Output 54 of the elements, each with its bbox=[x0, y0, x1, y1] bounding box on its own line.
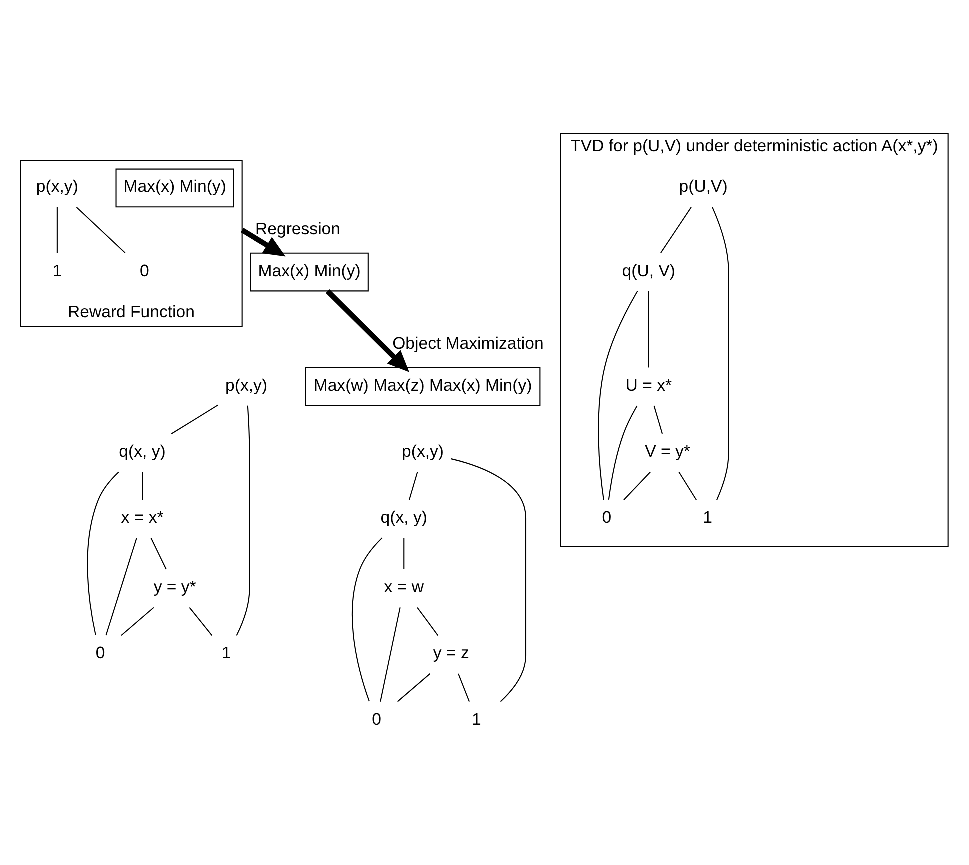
node-text: p(U,V) bbox=[679, 177, 728, 196]
node-text: x = w bbox=[384, 578, 424, 597]
connector bbox=[598, 291, 638, 500]
node-text: 1 bbox=[703, 508, 712, 528]
node-text: 1 bbox=[472, 710, 482, 729]
connector bbox=[76, 207, 126, 254]
node-box: Max(w) Max(z) Max(x) Min(y) bbox=[305, 367, 541, 406]
connector bbox=[408, 472, 418, 500]
edge-label: Object Maximization bbox=[392, 334, 544, 353]
connector bbox=[404, 538, 405, 570]
connector bbox=[451, 458, 527, 702]
connector bbox=[150, 538, 167, 570]
node-text: 0 bbox=[602, 508, 612, 528]
connector bbox=[648, 291, 650, 368]
node-text: p(x,y) bbox=[226, 376, 268, 395]
node-text: 0 bbox=[140, 261, 150, 280]
connector bbox=[352, 538, 383, 702]
connector bbox=[87, 472, 120, 636]
connector bbox=[458, 674, 470, 702]
node-text: 1 bbox=[52, 261, 62, 280]
connector bbox=[236, 406, 250, 636]
connector bbox=[142, 472, 144, 500]
node-text: x = x* bbox=[121, 508, 164, 528]
connector bbox=[171, 404, 218, 434]
connector bbox=[397, 674, 431, 702]
node-text: y = y* bbox=[154, 578, 196, 597]
connector bbox=[660, 207, 692, 254]
node-text: y = z bbox=[433, 644, 470, 663]
node-text: p(x,y) bbox=[36, 177, 78, 196]
connector bbox=[380, 608, 401, 702]
node-text: 0 bbox=[372, 710, 382, 729]
edge-label: Regression bbox=[256, 219, 341, 238]
node-text: q(x, y) bbox=[119, 442, 166, 461]
connector bbox=[417, 607, 439, 636]
node-box: Max(x) Min(y) bbox=[116, 168, 234, 208]
connector bbox=[121, 607, 154, 636]
node-text: q(x, y) bbox=[380, 508, 428, 528]
node-text: q(U, V) bbox=[622, 261, 676, 280]
connector bbox=[712, 207, 730, 500]
connector bbox=[654, 406, 664, 434]
connector bbox=[56, 207, 58, 254]
node-text: U = x* bbox=[626, 376, 672, 395]
arrow bbox=[240, 228, 286, 257]
connector bbox=[106, 538, 138, 636]
node-text: p(x,y) bbox=[402, 442, 444, 461]
node-text: 1 bbox=[222, 644, 232, 663]
node-box: Max(x) Min(y) bbox=[250, 252, 369, 292]
connector bbox=[678, 472, 697, 500]
node-text: 0 bbox=[96, 644, 106, 663]
connector bbox=[189, 607, 213, 636]
node-text: V = y* bbox=[645, 442, 690, 461]
arrow bbox=[326, 290, 410, 372]
connector bbox=[608, 406, 638, 500]
connector bbox=[624, 472, 651, 500]
